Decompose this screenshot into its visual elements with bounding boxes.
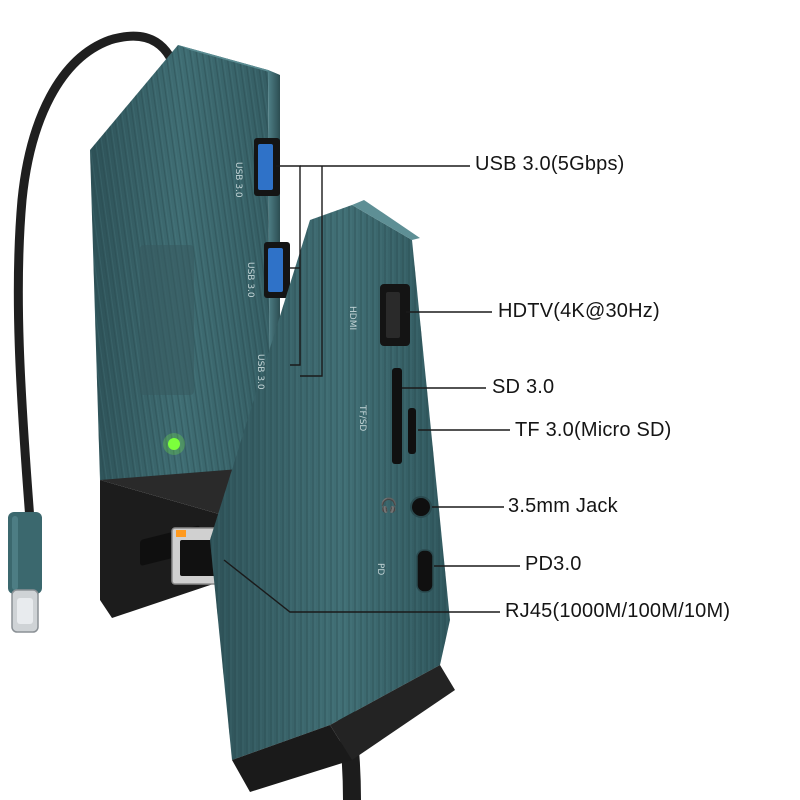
usb-c-port-icon — [416, 549, 434, 593]
usb-c-plug-icon — [8, 512, 42, 633]
engraving-usb-2: USB 3.0 — [245, 262, 255, 298]
power-led-icon — [168, 438, 180, 450]
label-tf: TF 3.0(Micro SD) — [515, 419, 672, 441]
headphone-icon: 🎧 — [380, 497, 397, 514]
label-hdtv: HDTV(4K@30Hz) — [498, 300, 660, 322]
label-jack: 3.5mm Jack — [508, 495, 618, 517]
callout-lines — [223, 165, 520, 613]
engraving-pd: PD — [375, 563, 385, 575]
engraving-usb-1: USB 3.0 — [233, 162, 243, 198]
tf-slot-icon — [408, 408, 416, 454]
audio-jack-icon — [410, 496, 432, 518]
label-sd: SD 3.0 — [492, 376, 555, 398]
usb-port-icon — [254, 138, 280, 196]
upper-cable — [13, 31, 183, 525]
engraving-tfsd: TF/SD — [357, 404, 367, 431]
hdmi-port-icon — [380, 284, 410, 346]
label-pd: PD3.0 — [525, 553, 582, 575]
engraving-usb-3: USB 3.0 — [255, 354, 265, 390]
hub-front-unit: 🎧 — [210, 200, 455, 792]
usb-port-icon — [264, 242, 290, 298]
label-rj45: RJ45(1000M/100M/10M) — [505, 600, 731, 622]
sd-slot-icon — [392, 368, 402, 464]
engraving-hdmi: HDMI — [347, 306, 357, 330]
label-usb: USB 3.0(5Gbps) — [475, 153, 625, 175]
